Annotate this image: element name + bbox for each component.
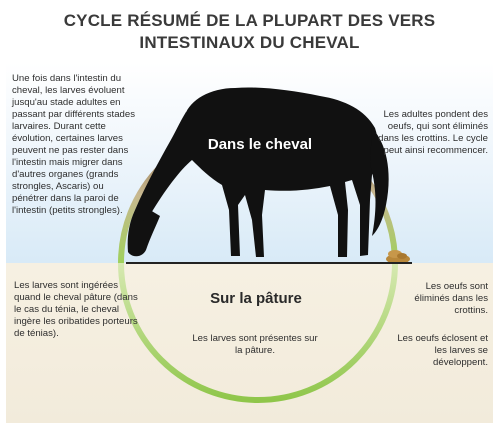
grazing-horse-icon [127,87,389,258]
text-adults-lay-eggs: Les adultes pondent des oeufs, qui sont … [378,109,488,156]
dung-icon [386,250,410,264]
title-line-1: CYCLE RÉSUMÉ DE LA PLUPART DES VERS [63,11,436,30]
label-inside-horse: Dans le cheval [207,136,313,153]
text-larvae-ingested: Les larves sont ingérées quand le cheval… [14,280,138,339]
title-line-2: INTESTINAUX DU CHEVAL [139,33,360,52]
cycle-arc-lower [118,262,398,403]
text-eggs-eliminated: Les oeufs sont éliminés dans les crottin… [414,281,488,316]
pasture-zone-background [6,263,493,423]
diagram-title: CYCLE RÉSUMÉ DE LA PLUPART DES VERS INTE… [0,10,499,54]
text-larvae-on-pasture: Les larves sont présentes sur la pâture. [192,333,318,356]
ground-line [126,262,412,264]
text-larvae-evolution: Une fois dans l'intestin du cheval, les … [12,73,136,216]
text-eggs-hatch: Les oeufs éclosent et les larves se déve… [397,333,488,368]
label-pasture: Sur la pâture [210,290,302,307]
